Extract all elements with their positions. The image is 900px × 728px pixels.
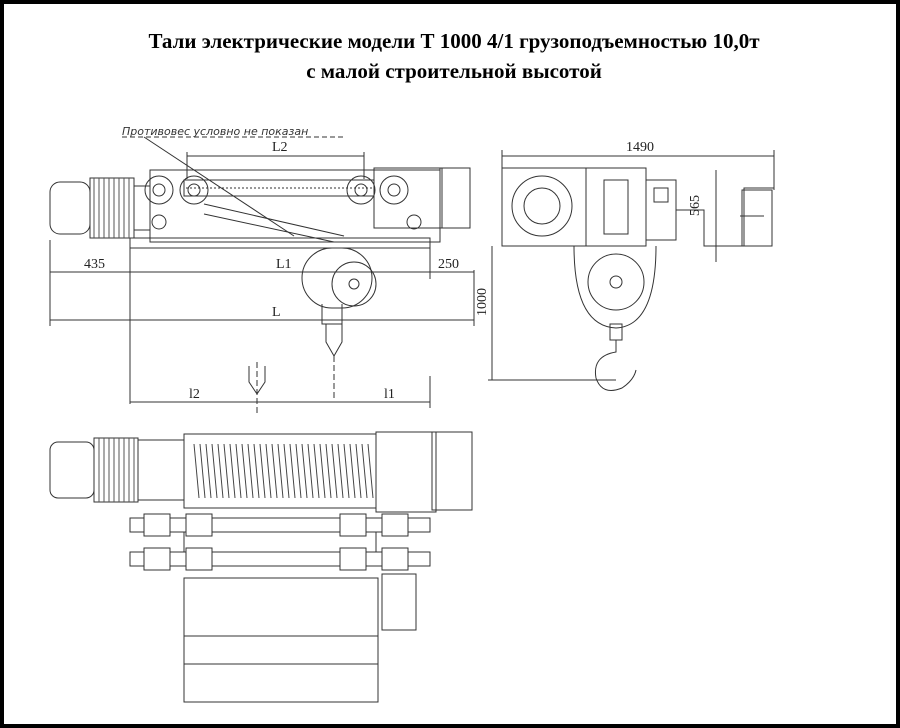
front-view: Противовес условно не показан L2 — [49, 125, 475, 414]
dim-435: 435 — [84, 257, 105, 272]
gearbox-cover — [439, 167, 471, 229]
dim-565: 565 — [688, 195, 703, 216]
gearbox — [373, 167, 443, 229]
limit-switch — [645, 179, 677, 241]
wheel — [346, 175, 376, 205]
dim-l2-small: l2 — [189, 387, 200, 402]
wheel — [179, 175, 209, 205]
dim-l: L — [272, 305, 281, 320]
trolley-base-plate — [129, 237, 431, 249]
motor-circle — [511, 175, 573, 237]
motor-top-cap — [49, 441, 95, 499]
drawing-title-line-2: с малой строительной высотой — [306, 59, 602, 83]
motor-flange — [133, 185, 151, 231]
lower-housing — [183, 577, 379, 703]
dim-l1: L1 — [276, 257, 292, 272]
pulley-side — [587, 253, 645, 311]
trolley-beam-top — [129, 517, 431, 533]
wheel — [379, 175, 409, 205]
gearbox-top — [375, 431, 437, 513]
gear-housing — [137, 439, 185, 501]
side-view: 1490 565 1000 — [475, 140, 775, 391]
top-view — [49, 431, 473, 703]
trolley-beam-bottom — [129, 551, 431, 567]
hook-block — [301, 247, 373, 309]
limit-switch-top — [381, 573, 417, 631]
dim-1000: 1000 — [475, 288, 490, 316]
hook-block-side — [573, 245, 657, 329]
motor-side — [501, 167, 587, 247]
motor-top-body — [93, 437, 139, 503]
dim-250: 250 — [438, 257, 459, 272]
counterweight-arm — [676, 187, 774, 247]
motor-body — [89, 177, 135, 239]
drawing-title-line-1: Тали электрические модели Т 1000 4/1 гру… — [148, 29, 760, 53]
hook — [325, 324, 343, 358]
gearbox-top-cover — [431, 431, 473, 511]
dim-1490: 1490 — [626, 140, 654, 155]
pulley — [331, 261, 377, 307]
trolley-frame — [149, 169, 441, 243]
dim-l1-small: l1 — [384, 387, 395, 402]
wheel — [144, 175, 174, 205]
hook-side — [594, 340, 637, 391]
counterweight-note: Противовес условно не показан — [122, 125, 308, 138]
dim-l2-big: L2 — [272, 140, 288, 155]
motor-end-cap — [49, 181, 91, 235]
technical-drawing: Противовес условно не показан L2 — [49, 125, 775, 703]
